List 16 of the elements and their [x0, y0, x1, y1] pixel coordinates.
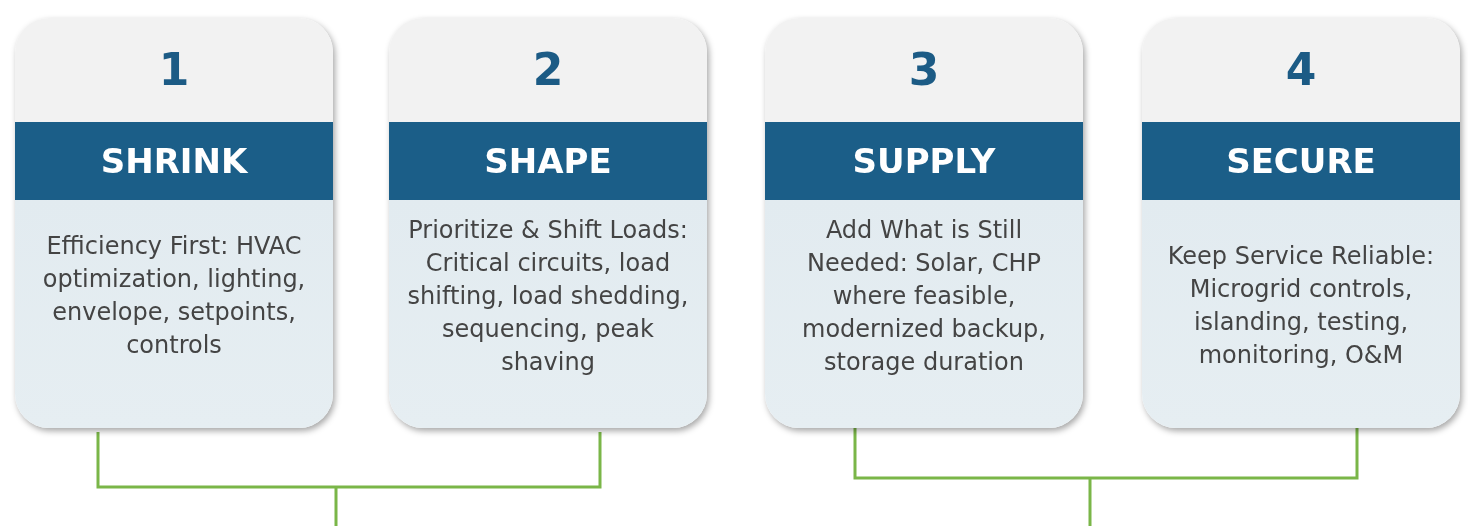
title-banner: SHAPE [389, 122, 707, 200]
step-number: 4 [1284, 43, 1318, 97]
title-banner: SHRINK [15, 122, 333, 200]
description-text: Add What is Still Needed: Solar, CHP where feasible, modernized backup, storage duration [801, 215, 1047, 378]
description-text: Efficiency First: HVAC optimization, lighting, envelope, setpoints, controls [41, 231, 307, 361]
step-number: 2 [531, 43, 565, 97]
step-number: 3 [907, 43, 941, 97]
title-banner: SECURE [1142, 122, 1460, 200]
step-card [765, 18, 1083, 428]
step-card [389, 18, 707, 428]
title-banner: SUPPLY [765, 122, 1083, 200]
description-text: Keep Service Reliable: Microgrid controls, islanding, testing, monitoring, O&M [1166, 241, 1436, 371]
step-card [1142, 18, 1460, 428]
step-number: 1 [157, 43, 191, 97]
description-text: Prioritize & Shift Loads: Critical circuits, load shifting, load shedding, sequencing, peak shaving [406, 215, 690, 378]
step-card [15, 18, 333, 428]
